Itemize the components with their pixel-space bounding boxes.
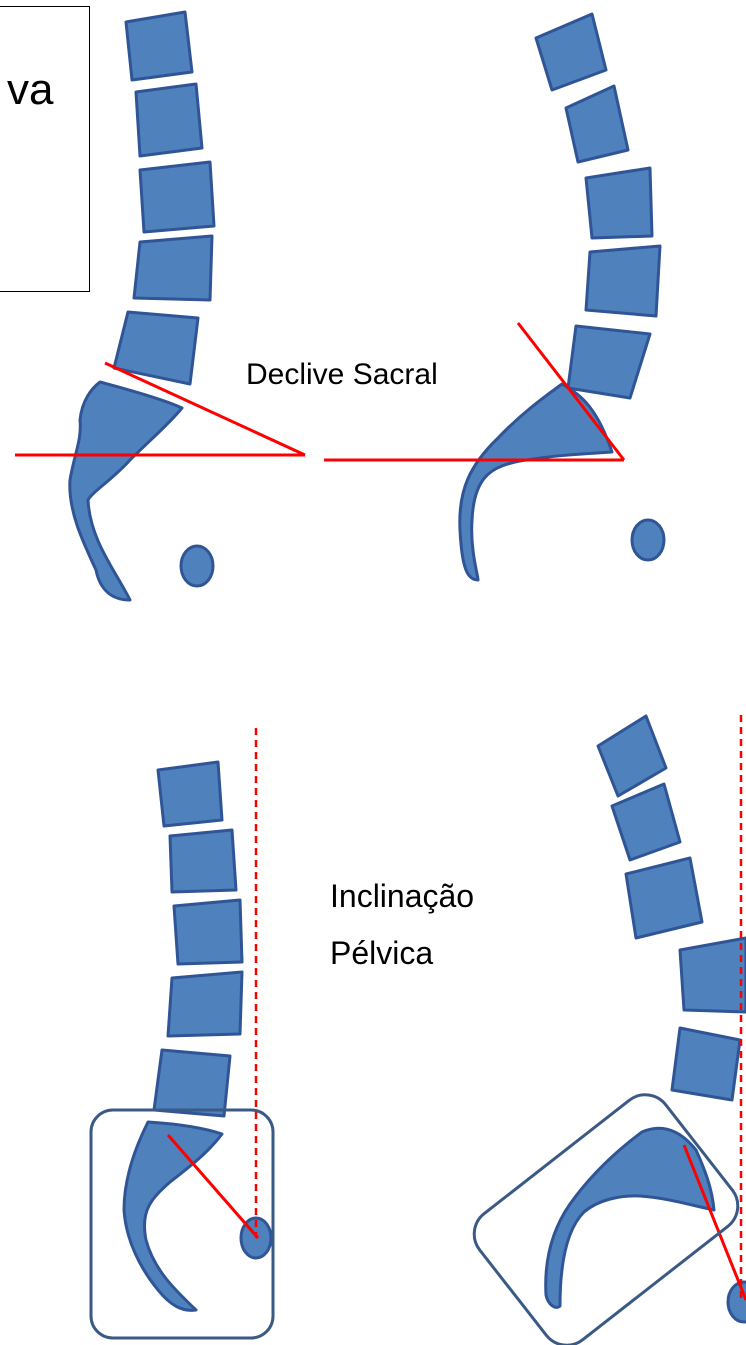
vertebra bbox=[680, 938, 746, 1012]
pelvic-tilt-label-line1: Inclinação bbox=[330, 868, 474, 925]
vertebra bbox=[168, 972, 242, 1036]
vertebra bbox=[586, 246, 660, 316]
spine-bottom-right bbox=[464, 715, 746, 1345]
vertebra bbox=[566, 86, 628, 162]
vertebra bbox=[536, 14, 606, 90]
pelvic-tilt-line bbox=[168, 1135, 258, 1238]
sacrum bbox=[70, 382, 182, 600]
pelvis-highlight-box bbox=[464, 1084, 746, 1345]
spine-top-left bbox=[15, 12, 305, 600]
spine-bottom-left bbox=[91, 728, 273, 1338]
pelvic-tilt-label-line2: Pélvica bbox=[330, 925, 474, 982]
vertebra bbox=[626, 858, 702, 938]
femoral-head bbox=[632, 520, 664, 560]
vertebra bbox=[140, 162, 214, 232]
pelvic-tilt-label: Inclinação Pélvica bbox=[330, 868, 474, 982]
vertebra bbox=[672, 1028, 740, 1100]
vertebra bbox=[174, 900, 242, 964]
femoral-head bbox=[181, 546, 213, 586]
femoral-head bbox=[728, 1282, 746, 1322]
vertebra bbox=[586, 168, 652, 238]
vertebra bbox=[136, 84, 202, 156]
vertebra bbox=[134, 236, 212, 300]
vertebra bbox=[154, 1050, 230, 1116]
vertebra bbox=[612, 784, 680, 860]
vertebra bbox=[170, 830, 236, 892]
vertebra bbox=[126, 12, 192, 80]
sacral-slope-label: Declive Sacral bbox=[246, 358, 438, 392]
vertebra bbox=[568, 326, 650, 398]
sacrum bbox=[124, 1122, 222, 1310]
vertebra bbox=[158, 762, 222, 826]
vertebra bbox=[598, 716, 666, 796]
spine-top-right bbox=[324, 14, 664, 580]
